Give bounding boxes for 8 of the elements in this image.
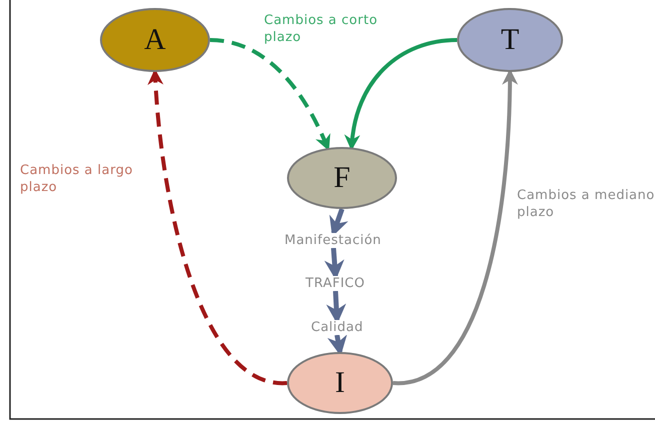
annotation-text: Cambios a largo plazo	[20, 162, 134, 196]
node-label: I	[335, 366, 345, 400]
annotation-text: Cambios a mediano plazo	[517, 187, 655, 221]
annotation-text: Cambios a corto plazo	[264, 12, 379, 46]
step-label: TRAFICO	[304, 276, 367, 290]
node-label: T	[500, 23, 520, 57]
node-label: F	[334, 161, 350, 195]
node-label: A	[144, 23, 166, 57]
